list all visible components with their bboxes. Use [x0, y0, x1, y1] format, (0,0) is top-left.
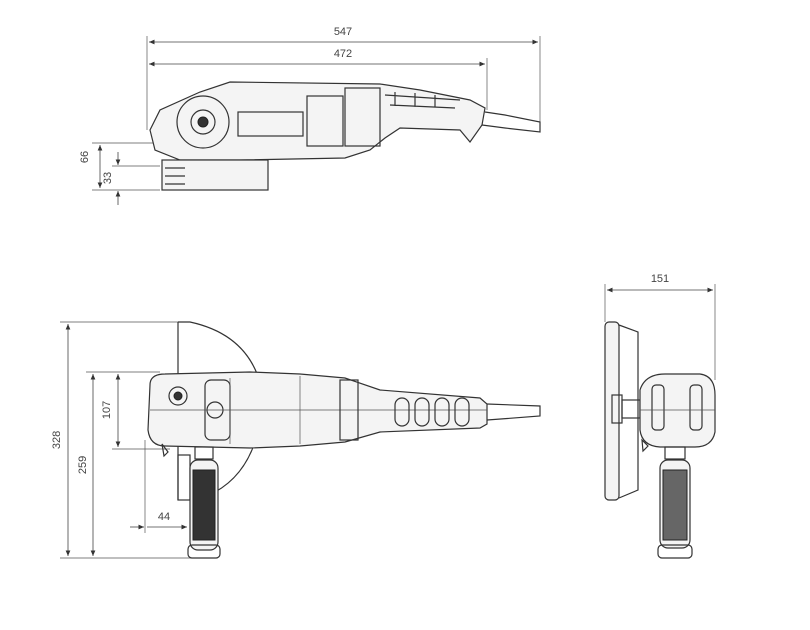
label-547: 547 [334, 26, 352, 38]
side-view: 547 472 66 33 [79, 26, 541, 205]
label-44: 44 [158, 511, 170, 523]
dimension-overall-length: 547 [146, 26, 541, 130]
label-107: 107 [101, 401, 113, 419]
grinder-top-outline [147, 321, 541, 559]
grinder-front-outline [604, 321, 716, 559]
dimension-body-width: 107 [101, 374, 170, 450]
dimension-height: 66 33 [79, 142, 200, 205]
grinder-side-outline [149, 81, 541, 191]
dimension-width-to-handle: 259 [77, 371, 160, 556]
label-328: 328 [51, 431, 63, 449]
label-259: 259 [77, 456, 89, 474]
label-472: 472 [334, 48, 352, 60]
dimension-body-length: 472 [149, 48, 488, 110]
dimension-width-with-guard: 328 [51, 321, 200, 559]
dimension-handle-offset: 44 [130, 440, 187, 533]
label-33: 33 [102, 172, 114, 184]
label-151: 151 [651, 273, 669, 285]
top-view: 328 259 107 44 [51, 321, 541, 559]
label-66: 66 [79, 151, 91, 163]
dimension-front-width: 151 [604, 273, 716, 380]
front-view: 151 [604, 273, 716, 559]
